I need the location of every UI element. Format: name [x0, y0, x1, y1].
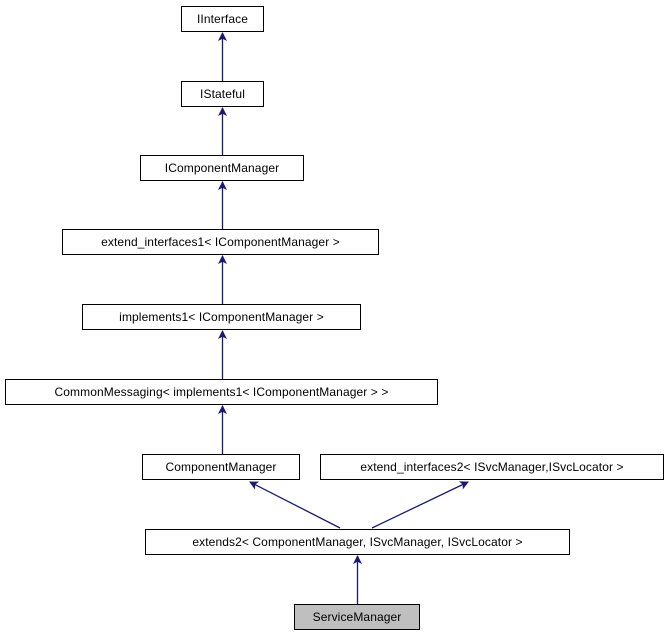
node-label: implements1< IComponentManager >: [119, 310, 324, 324]
node-servicemanager[interactable]: ServiceManager: [294, 604, 420, 630]
node-icomponentmanager[interactable]: IComponentManager: [140, 155, 304, 181]
node-label: IComponentManager: [164, 161, 280, 175]
node-label: ComponentManager: [165, 460, 277, 474]
node-commonmessaging[interactable]: CommonMessaging< implements1< IComponent…: [5, 379, 438, 405]
node-label: extend_interfaces2< ISvcManager,ISvcLoca…: [360, 460, 624, 474]
node-implements1[interactable]: implements1< IComponentManager >: [82, 304, 361, 330]
node-label: extends2< ComponentManager, ISvcManager,…: [192, 535, 523, 549]
node-iinterface[interactable]: IInterface: [181, 6, 264, 32]
edge-extends2-extendinterfaces2: [371, 481, 469, 529]
edge-extends2-componentmanager: [249, 481, 341, 529]
node-label: IInterface: [196, 12, 249, 26]
node-componentmanager[interactable]: ComponentManager: [142, 454, 300, 480]
node-extend-interfaces2[interactable]: extend_interfaces2< ISvcManager,ISvcLoca…: [320, 454, 664, 480]
node-extends2[interactable]: extends2< ComponentManager, ISvcManager,…: [145, 529, 570, 555]
node-label: IStateful: [200, 87, 245, 101]
node-extend-interfaces1[interactable]: extend_interfaces1< IComponentManager >: [62, 229, 379, 255]
node-label: CommonMessaging< implements1< IComponent…: [54, 385, 389, 399]
node-label: ServiceManager: [312, 610, 402, 624]
node-istateful[interactable]: IStateful: [181, 81, 264, 107]
node-label: extend_interfaces1< IComponentManager >: [101, 235, 340, 249]
